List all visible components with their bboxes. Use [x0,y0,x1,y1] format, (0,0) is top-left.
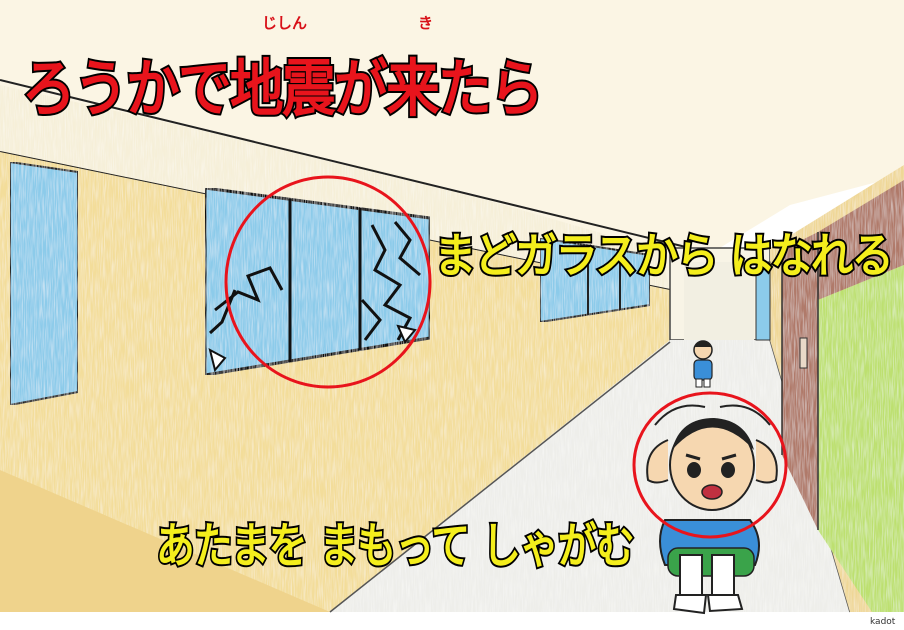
left-wall [0,152,670,612]
protect-head-caption: あたまを まもって しゃがむ [156,518,634,574]
right-wall [755,165,904,612]
artist-credit: kadot [870,617,896,627]
window-highlight-circle [224,175,432,389]
child-highlight-circle [632,391,788,539]
title-ruby-jishin: じしん [262,14,307,32]
left-window [9,160,79,407]
page-title: ろうかで地震が来たら [22,52,542,125]
title-ruby-ki: き [418,14,433,32]
window-warning-caption: まどガラスから はなれる [434,229,892,284]
crouching-child-icon [646,404,778,615]
distant-child-icon [693,340,713,388]
far-windows [539,236,651,324]
cracked-window-icon [208,221,421,373]
